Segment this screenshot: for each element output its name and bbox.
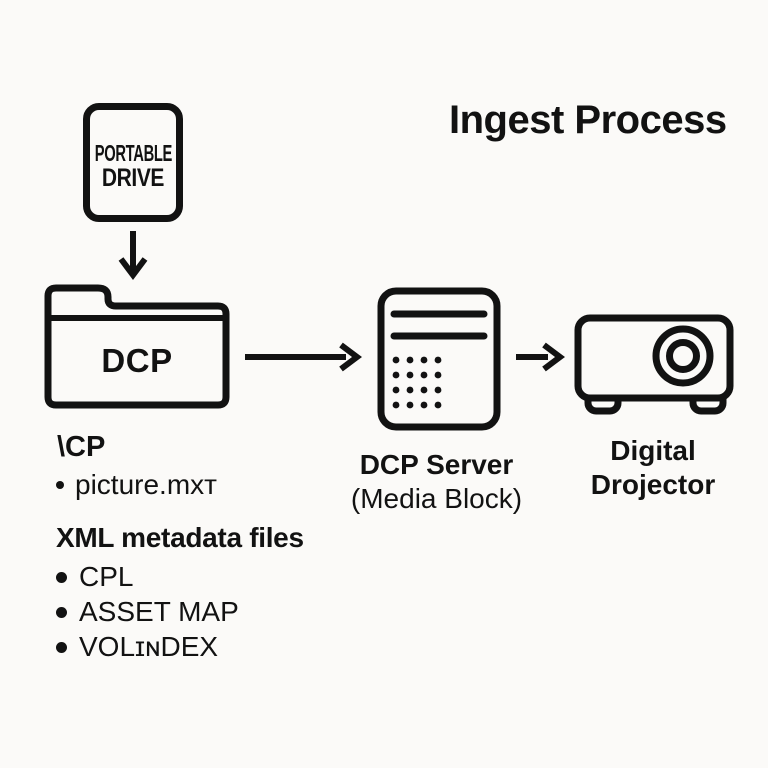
right-arrow-icon xyxy=(245,342,362,372)
down-arrow-icon xyxy=(118,231,148,280)
right-arrow-icon xyxy=(516,342,565,372)
server-dot-grid xyxy=(392,356,442,409)
list-item: VOLɪɴDEX xyxy=(56,630,218,664)
projector-label: Digital Drojector xyxy=(553,434,753,502)
dcp-server-label-main: DCP Server xyxy=(359,449,514,480)
list-item: ASSET MAP xyxy=(56,595,239,629)
bullet-dot-icon xyxy=(56,606,67,618)
digital-projector-icon xyxy=(574,314,734,415)
dcp-server-label: DCP Server (Media Block) xyxy=(334,448,539,516)
metadata-file-item: VOLɪɴDEX xyxy=(79,631,219,662)
dcp-server-label-sub: (Media Block) xyxy=(350,483,523,514)
portable-drive-label-line2: DRIVE xyxy=(101,164,165,193)
bullet-dot-icon xyxy=(56,641,67,653)
dcp-server-icon xyxy=(377,287,501,431)
bullet-dot-icon xyxy=(56,481,64,489)
projector-label-line2: Drojector xyxy=(590,469,716,500)
dcp-folder-label: DCP xyxy=(101,342,173,379)
dcp-folder-icon xyxy=(44,284,230,409)
metadata-file-item: CPL xyxy=(79,561,134,592)
projector-label-line1: Digital xyxy=(610,435,696,466)
bullet-dot-icon xyxy=(56,571,67,583)
page-title: Ingest Process xyxy=(449,98,727,142)
folder-contents-heading: \CP xyxy=(57,431,106,463)
folder-content-item: picture.mxт xyxy=(75,469,217,500)
portable-drive-icon: PORTABLE DRIVE xyxy=(83,103,183,222)
list-item: picture.mxт xyxy=(56,468,217,502)
metadata-files-heading: XML metadata files xyxy=(56,522,304,553)
metadata-file-item: ASSET MAP xyxy=(79,596,239,627)
portable-drive-label-line1: PORTABLE xyxy=(94,139,172,166)
list-item: CPL xyxy=(56,560,133,594)
